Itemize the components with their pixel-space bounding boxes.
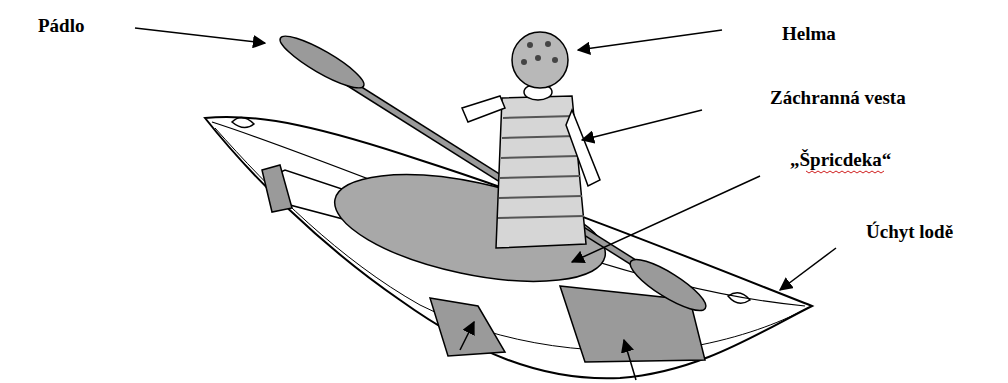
part-label: „Špricdeka“: [790, 150, 891, 171]
part-label: Úchyt lodě: [866, 222, 953, 243]
paddle-blade: [275, 28, 369, 95]
paddle-blade: [624, 252, 711, 319]
paddler-foot: [262, 165, 292, 212]
grab-handle: [728, 293, 750, 303]
leader-arrows: [135, 28, 836, 380]
seat-block: [430, 298, 505, 356]
part-label: Helma: [782, 24, 836, 45]
helmet-vents: [521, 41, 558, 65]
grab-handle: [232, 117, 254, 127]
paddler-arm: [462, 96, 505, 122]
part-label: Záchranná vesta: [770, 88, 906, 109]
part-label: Pádlo: [38, 16, 84, 37]
paddler-arm: [566, 110, 600, 186]
helmet: [512, 32, 568, 88]
spellcheck-underline: [806, 171, 884, 173]
